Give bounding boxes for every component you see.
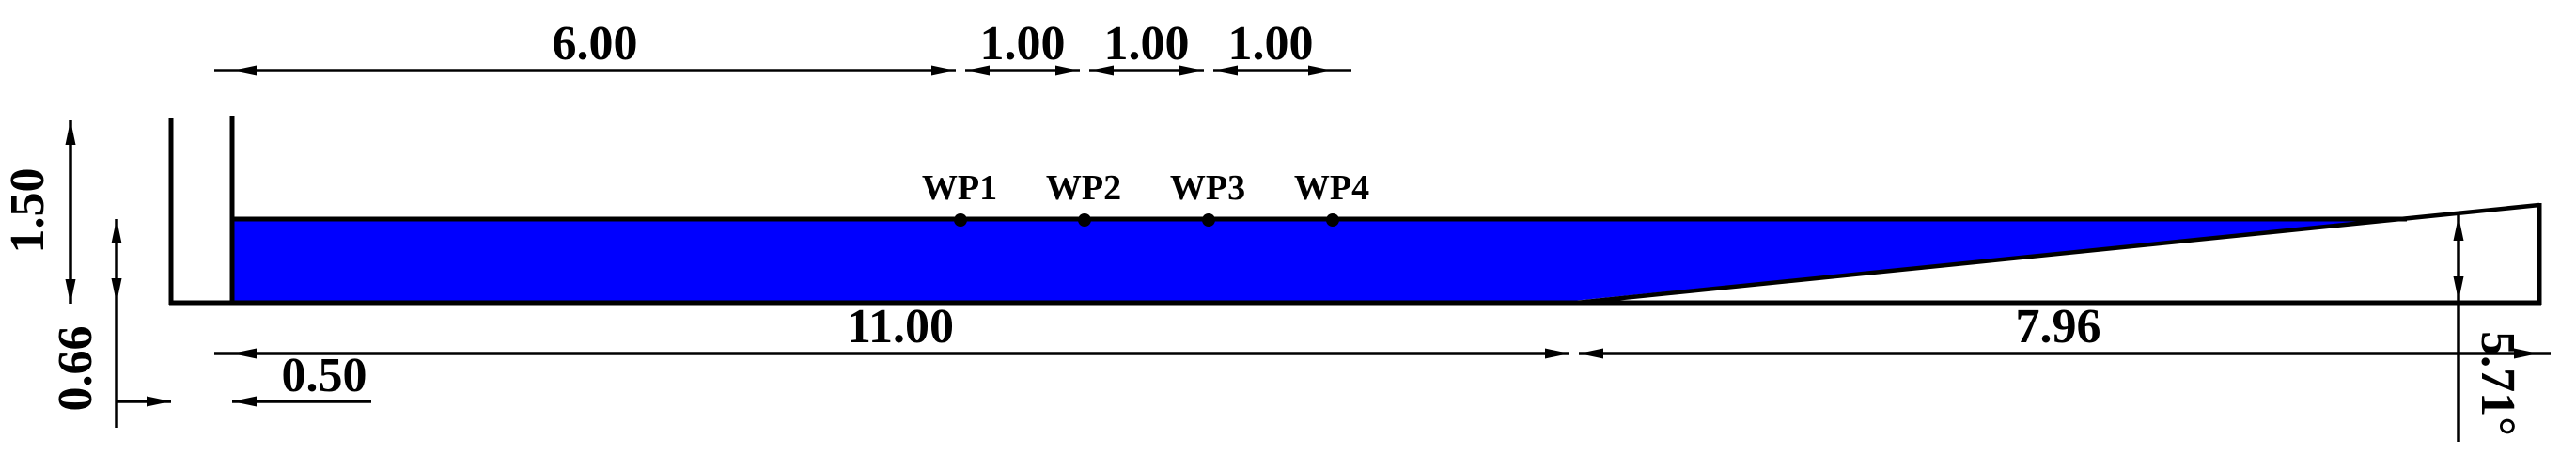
dim-label-1.00-c: 1.00 bbox=[1228, 17, 1314, 71]
dim-label-1.00-b: 1.00 bbox=[1104, 17, 1190, 71]
arrowhead-right-icon bbox=[1055, 65, 1080, 76]
wave-probe-dot-wp1 bbox=[954, 213, 967, 227]
dim-label-7.96: 7.96 bbox=[2016, 300, 2101, 353]
wave-probe-label-wp1: WP1 bbox=[922, 168, 997, 208]
arrowhead-left-icon bbox=[1089, 65, 1114, 76]
wave-probe-label-wp3: WP3 bbox=[1170, 168, 1245, 208]
arrowhead-left-icon bbox=[965, 65, 990, 76]
arrowhead-up-icon bbox=[2453, 216, 2464, 241]
arrowhead-right-icon bbox=[1308, 65, 1333, 76]
dim-label-0.66: 0.66 bbox=[49, 326, 102, 412]
arrowhead-down-icon bbox=[111, 278, 122, 303]
arrowhead-up-icon bbox=[65, 120, 76, 145]
dim-label-0.50: 0.50 bbox=[282, 349, 367, 402]
arrowhead-left-icon bbox=[1213, 65, 1238, 76]
dim-label-6.00: 6.00 bbox=[553, 17, 638, 71]
beach-slope-line bbox=[1575, 202, 2540, 306]
wave-probe-dot-wp3 bbox=[1202, 213, 1215, 227]
arrowhead-left-icon bbox=[232, 396, 257, 407]
arrowhead-right-icon bbox=[147, 396, 171, 407]
dim-label-11.00: 11.00 bbox=[847, 300, 954, 353]
arrowhead-right-icon bbox=[931, 65, 956, 76]
dim-label-1.00-a: 1.00 bbox=[980, 17, 1066, 71]
arrowhead-left-icon bbox=[232, 65, 257, 76]
arrowhead-left-icon bbox=[1579, 348, 1603, 359]
arrowhead-right-icon bbox=[1545, 348, 1569, 359]
wave-probe-label-wp4: WP4 bbox=[1294, 168, 1369, 208]
wave-probe-label-wp2: WP2 bbox=[1046, 168, 1121, 208]
water-region bbox=[234, 219, 2407, 301]
arrowhead-down-icon bbox=[2453, 276, 2464, 301]
dim-label-1.50: 1.50 bbox=[1, 168, 55, 254]
arrowhead-left-icon bbox=[232, 348, 257, 359]
wave-probe-dot-wp4 bbox=[1326, 213, 1339, 227]
arrowhead-right-icon bbox=[2514, 348, 2538, 359]
arrowhead-up-icon bbox=[111, 219, 122, 243]
arrowhead-down-icon bbox=[65, 279, 76, 304]
arrowhead-right-icon bbox=[1179, 65, 1204, 76]
wave-probe-dot-wp2 bbox=[1078, 213, 1091, 227]
angle-label-5.71deg: 5.71° bbox=[2471, 331, 2524, 436]
